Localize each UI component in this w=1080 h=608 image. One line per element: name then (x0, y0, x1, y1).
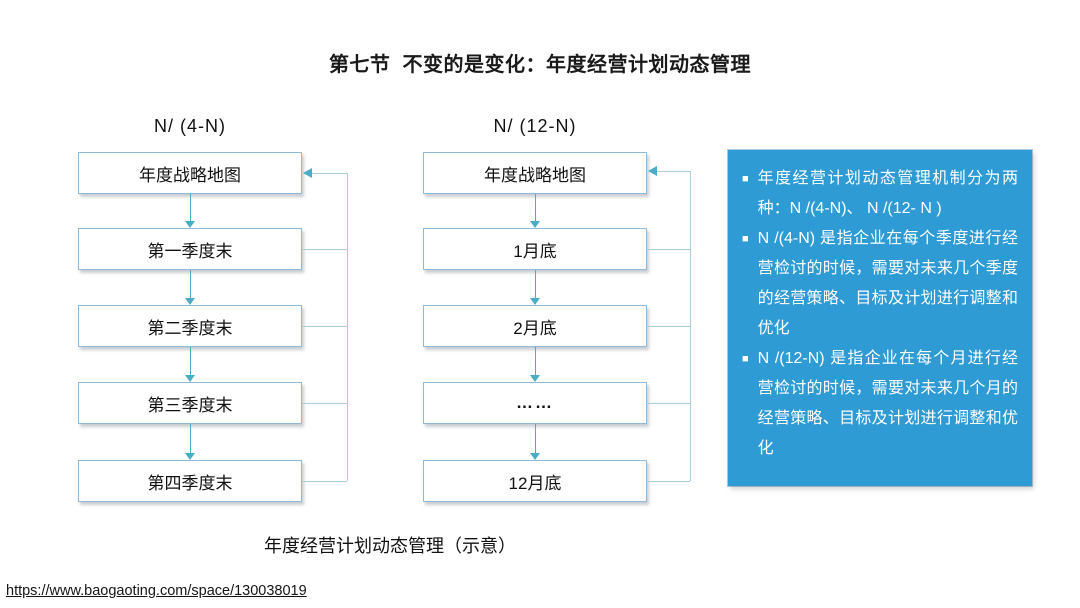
bullet-square-icon: ■ (742, 233, 749, 245)
feedback-hline (311, 173, 347, 174)
arrow-down-icon (530, 453, 540, 460)
arrow-down-icon (185, 375, 195, 382)
note-item-monthly-definition: ■ N /(12-N) 是指企业在每个月进行经营检讨的时候，需要对未来几个月的经… (740, 344, 1018, 464)
connector-line (535, 270, 536, 298)
feedback-hline (647, 249, 690, 250)
flow-node-q2-end: 第二季度末 (78, 305, 302, 347)
arrow-down-icon (530, 298, 540, 305)
arrow-left-icon (648, 166, 657, 176)
arrow-down-icon (185, 453, 195, 460)
connector-line (190, 347, 191, 375)
connector-line (190, 194, 191, 221)
feedback-hline (302, 249, 347, 250)
feedback-vline (690, 171, 691, 481)
feedback-vline (347, 173, 348, 481)
arrow-down-icon (530, 375, 540, 382)
feedback-hline (302, 403, 347, 404)
connector-line (190, 270, 191, 298)
feedback-hline (647, 326, 690, 327)
arrow-left-icon (303, 168, 312, 178)
flowchart-monthly-header: N/ (12-N) (493, 116, 577, 136)
diagram-caption: 年度经营计划动态管理（示意） (264, 536, 516, 556)
feedback-hline (656, 171, 690, 172)
note-text: N /(4-N) 是指企业在每个季度进行经营检讨的时候，需要对未来几个季度的经营… (757, 230, 1018, 337)
flow-node-ellipsis: …… (423, 382, 647, 424)
feedback-hline (647, 481, 690, 482)
bullet-square-icon: ■ (742, 173, 749, 185)
page-title: 第七节 不变的是变化：年度经营计划动态管理 (328, 54, 752, 76)
note-text: 年度经营计划动态管理机制分为两种：N /(4-N)、 N /(12- N ) (757, 170, 1018, 217)
feedback-hline (302, 326, 347, 327)
flow-node-q1-end: 第一季度末 (78, 228, 302, 270)
flow-node-annual-strategy-map: 年度战略地图 (423, 152, 647, 194)
connector-line (535, 347, 536, 375)
flow-node-q3-end: 第三季度末 (78, 382, 302, 424)
flowchart-quarterly-header: N/ (4-N) (154, 116, 226, 136)
connector-line (535, 194, 536, 221)
notes-panel: ■ 年度经营计划动态管理机制分为两种：N /(4-N)、 N /(12- N )… (728, 150, 1032, 486)
source-url-link[interactable]: https://www.baogaoting.com/space/1300380… (6, 583, 307, 599)
connector-line (190, 424, 191, 453)
connector-line (535, 424, 536, 453)
arrow-down-icon (185, 221, 195, 228)
feedback-hline (302, 481, 347, 482)
flow-node-dec-end: 12月底 (423, 460, 647, 502)
bullet-square-icon: ■ (742, 353, 749, 365)
flow-node-q4-end: 第四季度末 (78, 460, 302, 502)
arrow-down-icon (185, 298, 195, 305)
flow-node-feb-end: 2月底 (423, 305, 647, 347)
arrow-down-icon (530, 221, 540, 228)
flow-node-jan-end: 1月底 (423, 228, 647, 270)
note-item-mechanism-types: ■ 年度经营计划动态管理机制分为两种：N /(4-N)、 N /(12- N ) (740, 164, 1018, 224)
note-text: N /(12-N) 是指企业在每个月进行经营检讨的时候，需要对未来几个月的经营策… (757, 350, 1018, 457)
feedback-hline (647, 403, 690, 404)
flow-node-annual-strategy-map: 年度战略地图 (78, 152, 302, 194)
note-item-quarterly-definition: ■ N /(4-N) 是指企业在每个季度进行经营检讨的时候，需要对未来几个季度的… (740, 224, 1018, 344)
